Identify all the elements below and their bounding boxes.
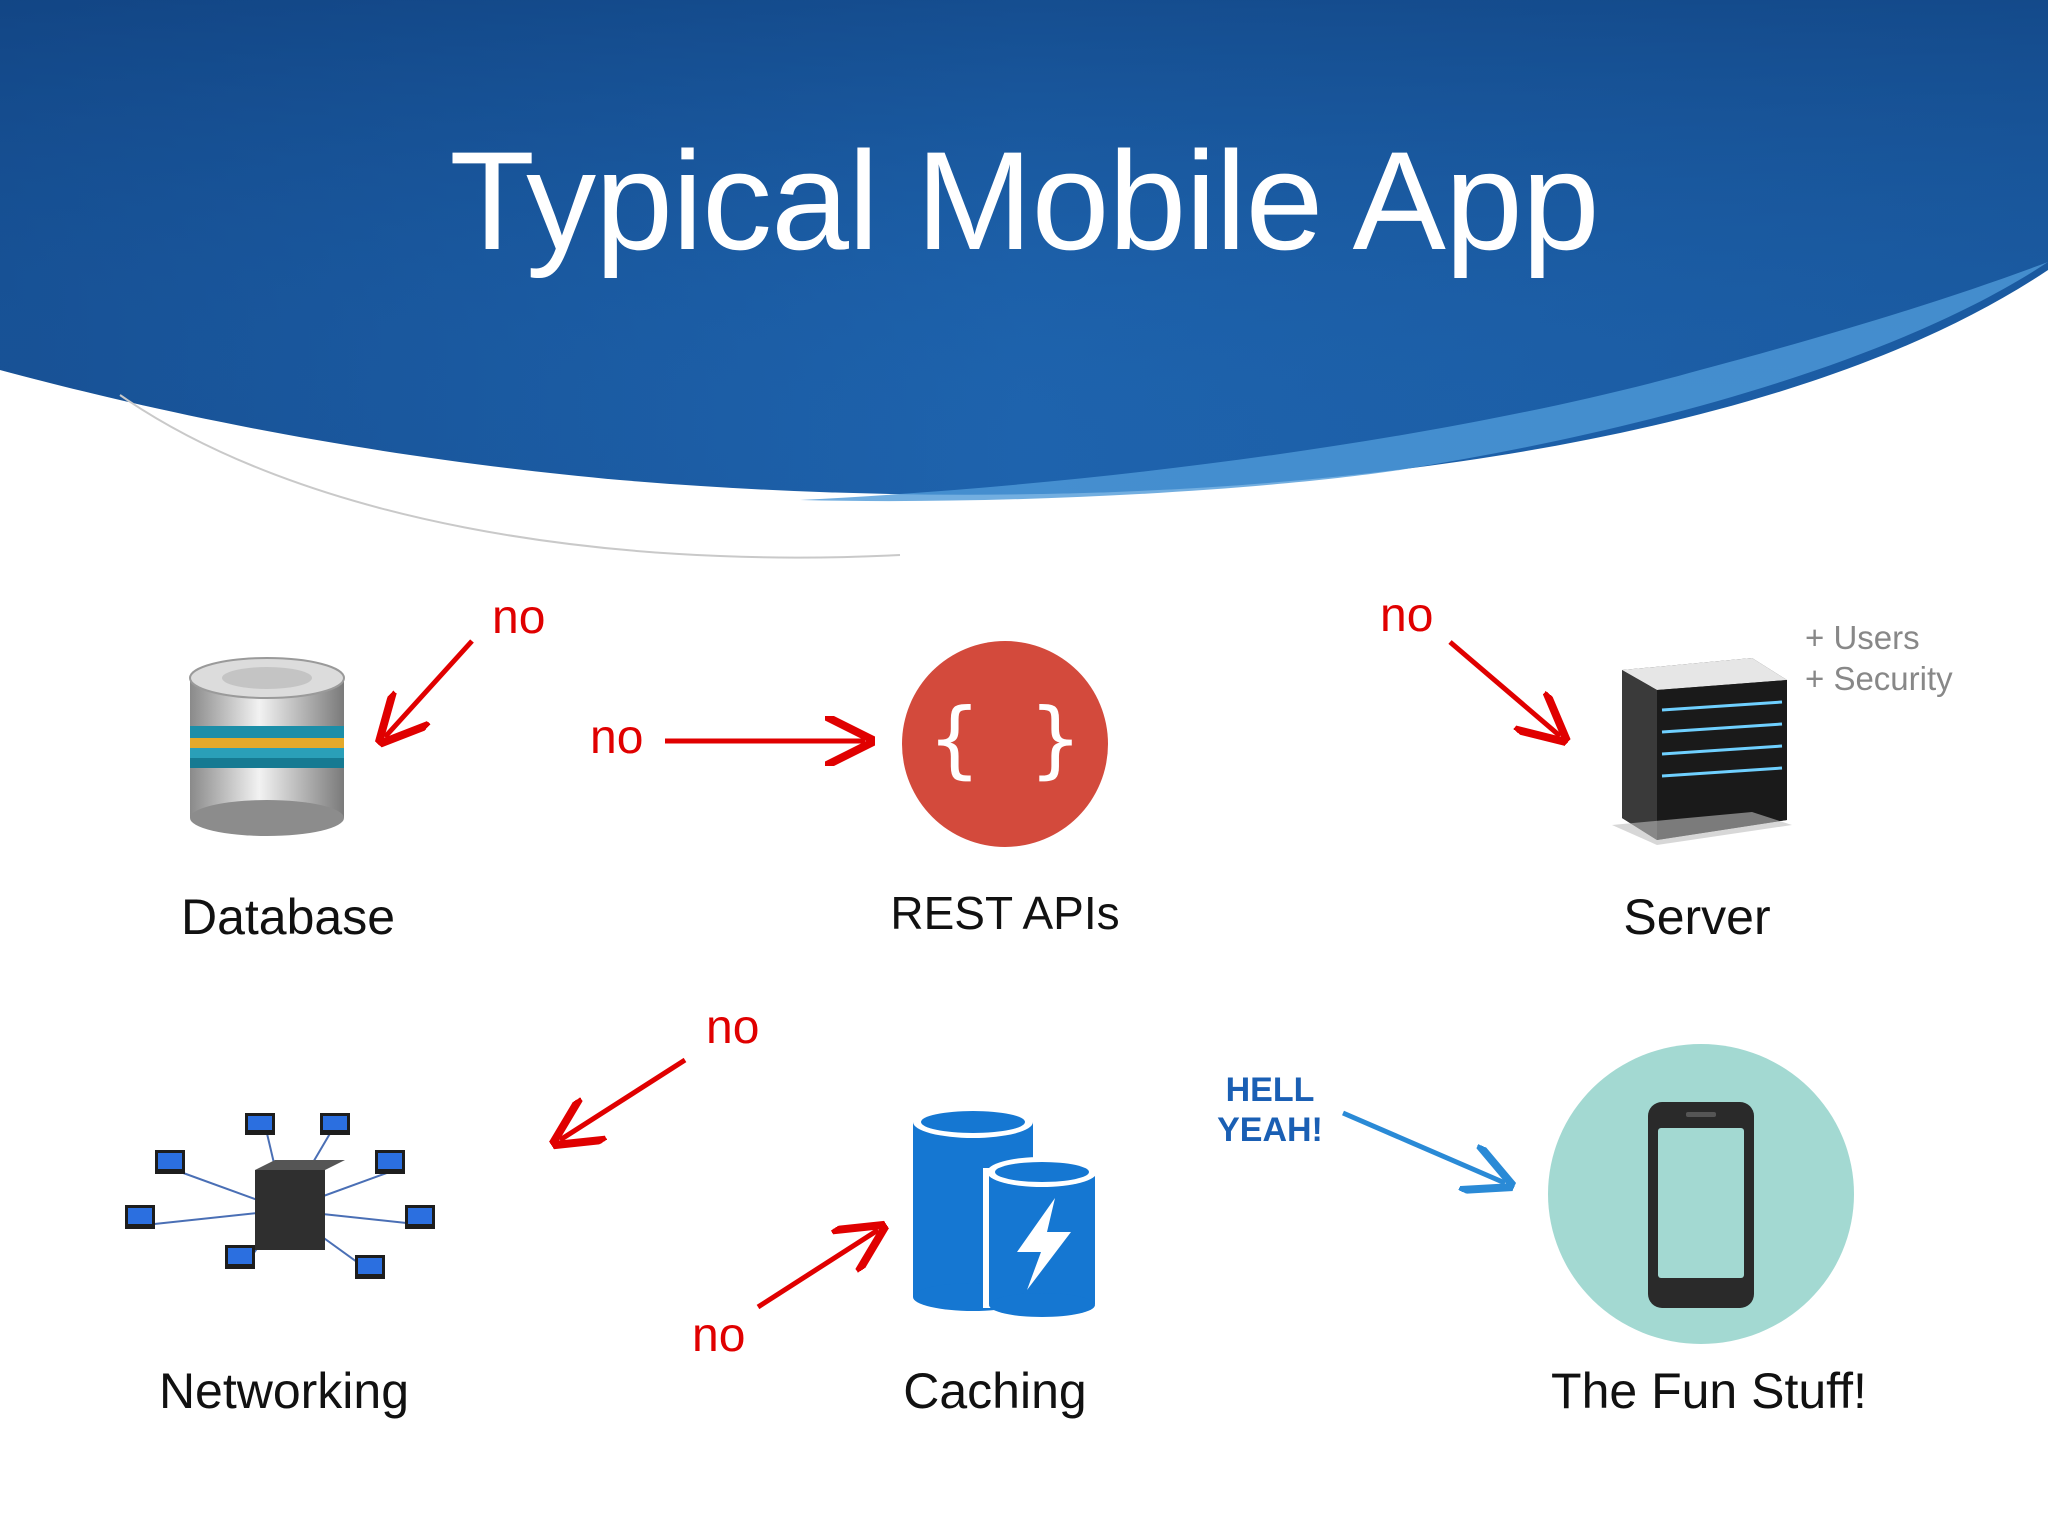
arrow-to-database [385, 641, 472, 737]
no-label-networking: no [706, 1000, 759, 1055]
arrow-to-caching [758, 1230, 878, 1307]
arrow-to-networking [560, 1060, 685, 1140]
arrow-to-fun-stuff [1343, 1113, 1505, 1183]
no-label-caching: no [692, 1308, 745, 1363]
arrow-to-server [1450, 642, 1560, 736]
no-label-server: no [1380, 588, 1433, 643]
hell-yeah-label: HELL YEAH! [1200, 1070, 1340, 1150]
hell-yeah-line1: HELL [1200, 1070, 1340, 1110]
no-label-rest: no [590, 710, 643, 765]
hell-yeah-line2: YEAH! [1200, 1110, 1340, 1150]
no-label-database: no [492, 590, 545, 645]
